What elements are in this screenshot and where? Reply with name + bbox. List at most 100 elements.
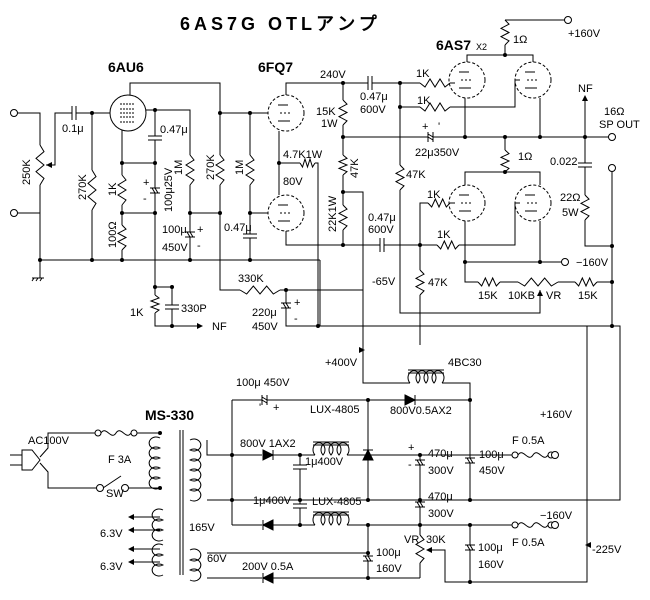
label: 1K bbox=[416, 68, 430, 80]
wire bbox=[419, 202, 428, 245]
wire bbox=[464, 262, 478, 283]
resistor bbox=[337, 154, 349, 176]
diagram-title: 6AS7G OTLアンプ bbox=[180, 13, 381, 34]
electrolytic-capacitor bbox=[427, 132, 434, 142]
label: 800V0.5AX2 bbox=[390, 405, 452, 417]
inductor-core bbox=[408, 369, 444, 374]
label: F 0.5A bbox=[512, 537, 545, 549]
capacitor bbox=[243, 233, 257, 239]
label: 200V 0.5A bbox=[242, 561, 294, 573]
resistor bbox=[427, 197, 451, 209]
diode bbox=[262, 449, 275, 461]
label: 160V bbox=[478, 559, 504, 571]
label: - bbox=[294, 313, 298, 325]
wire bbox=[584, 220, 612, 247]
resistor bbox=[117, 174, 127, 206]
label: -225V bbox=[592, 544, 622, 556]
triode-tube bbox=[448, 184, 486, 222]
wires bbox=[17, 19, 621, 584]
label: 220μ bbox=[252, 307, 277, 319]
transformer-winding bbox=[151, 543, 165, 577]
capacitor bbox=[367, 76, 373, 90]
terminal bbox=[10, 209, 18, 217]
label: 450V bbox=[252, 321, 278, 333]
triode-tube bbox=[514, 61, 552, 99]
resistor bbox=[87, 169, 97, 211]
label: 0.1μ bbox=[62, 123, 84, 135]
label: 100μ25V bbox=[163, 167, 175, 212]
ground-icon bbox=[31, 277, 44, 282]
wire bbox=[285, 308, 612, 327]
label: 0.47μ bbox=[368, 212, 396, 224]
wire bbox=[343, 191, 400, 384]
capacitor bbox=[293, 464, 307, 470]
label: VR bbox=[404, 534, 419, 546]
tube-label-6au6: 6AU6 bbox=[108, 59, 144, 75]
label: −160V bbox=[540, 510, 573, 522]
label: 1Ω bbox=[518, 151, 532, 163]
pentode-electrodes bbox=[120, 103, 134, 123]
terminal bbox=[564, 16, 572, 24]
resistor bbox=[35, 144, 45, 186]
label: 16Ω bbox=[604, 106, 624, 118]
arrow-icon bbox=[46, 162, 52, 168]
resistor bbox=[415, 534, 425, 564]
arrow-icon bbox=[128, 546, 134, 552]
wire bbox=[285, 82, 368, 95]
transformer-core bbox=[179, 430, 184, 575]
triode-electrodes bbox=[459, 71, 473, 89]
label: + bbox=[143, 177, 149, 189]
resistor bbox=[436, 239, 460, 251]
triode-tube bbox=[267, 94, 305, 132]
label: 1K bbox=[130, 307, 144, 319]
label: 4.7K1W bbox=[283, 149, 323, 161]
label: 1M bbox=[234, 160, 246, 175]
arrow-icon bbox=[585, 542, 591, 548]
wire bbox=[315, 162, 319, 326]
terminal bbox=[10, 109, 18, 117]
arrow-icon bbox=[128, 559, 134, 565]
label: 100Ω bbox=[107, 221, 119, 248]
label: 30K bbox=[426, 534, 446, 546]
resistor bbox=[245, 154, 255, 186]
resistor bbox=[499, 149, 511, 173]
nf-input-label: NF bbox=[212, 321, 227, 333]
electrolytic-capacitor bbox=[465, 457, 475, 464]
electrolytic-capacitor bbox=[150, 187, 160, 194]
label: 6.3V bbox=[100, 528, 123, 540]
label: +160V bbox=[540, 409, 573, 421]
wire bbox=[154, 309, 173, 327]
inductor-core bbox=[313, 511, 349, 516]
label: + bbox=[422, 121, 428, 133]
wire bbox=[207, 325, 621, 501]
capacitor bbox=[165, 304, 179, 310]
label: + bbox=[408, 442, 414, 454]
fuse-terminal bbox=[130, 429, 138, 437]
inductor-core bbox=[313, 441, 349, 446]
label: VR bbox=[546, 290, 561, 302]
label: 4BC30 bbox=[448, 357, 482, 369]
transformer-winding bbox=[188, 438, 202, 502]
wire bbox=[459, 202, 520, 246]
junction-dot bbox=[316, 324, 320, 328]
label: 270K bbox=[205, 154, 217, 180]
resistor bbox=[579, 194, 591, 221]
junction-dot bbox=[468, 498, 472, 502]
wire bbox=[219, 185, 240, 291]
label: 22Ω bbox=[560, 192, 580, 204]
fuse bbox=[100, 430, 132, 436]
label: 1μ400V bbox=[253, 495, 292, 507]
plug-icon bbox=[10, 454, 22, 466]
label: F 0.5A bbox=[512, 435, 545, 447]
tube-label-6as7: 6AS7 bbox=[436, 37, 471, 53]
label: 250K bbox=[21, 159, 33, 185]
label: −160V bbox=[576, 257, 609, 269]
resistor bbox=[337, 99, 349, 126]
junction-dot bbox=[298, 498, 302, 502]
wire bbox=[464, 221, 562, 263]
label: + bbox=[273, 402, 279, 414]
wire bbox=[206, 440, 232, 456]
label: 47K bbox=[349, 158, 361, 178]
label: AC100V bbox=[28, 435, 70, 447]
resistor bbox=[419, 78, 451, 88]
